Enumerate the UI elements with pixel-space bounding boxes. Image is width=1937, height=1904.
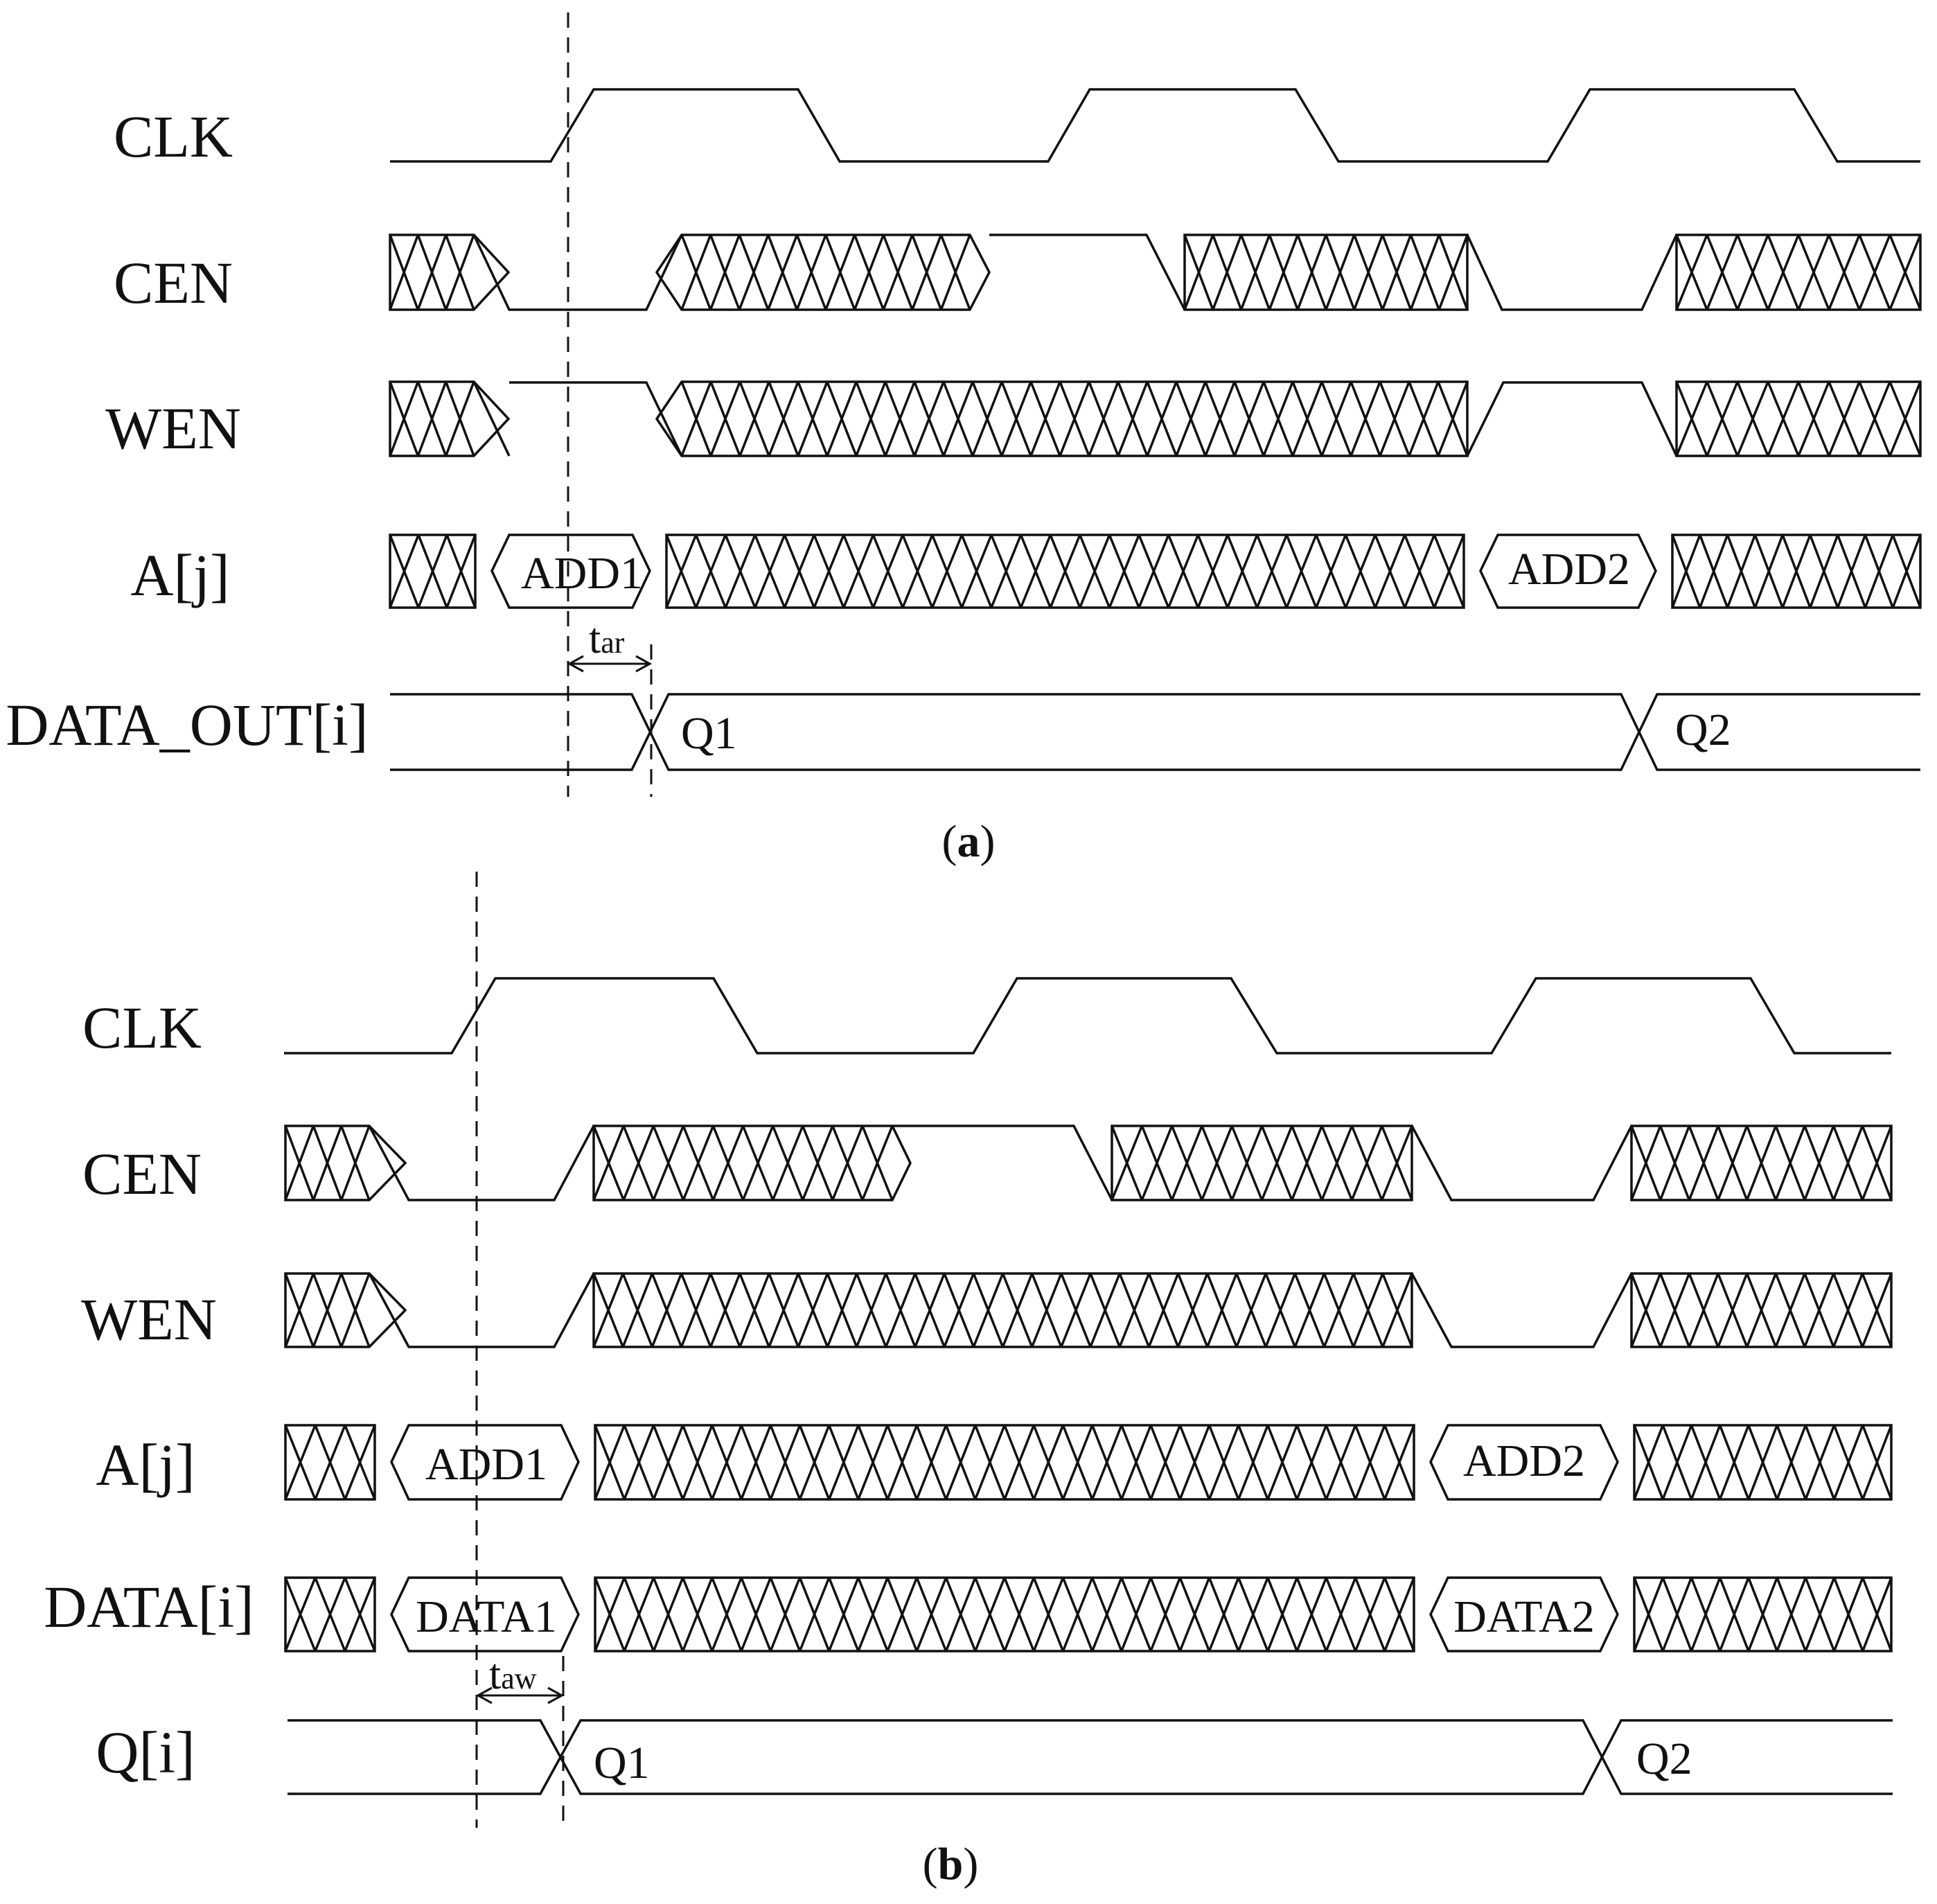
label-add1: ADD1 — [521, 548, 643, 599]
hatch-lines — [284, 1577, 376, 1652]
label-q1: Q1 — [681, 708, 737, 759]
segment-add2 — [1479, 534, 1657, 609]
hatch-lines — [680, 381, 1469, 457]
label-data2: DATA2 — [1453, 1592, 1595, 1642]
hatch-lines — [1630, 1273, 1893, 1348]
waveform-clk — [390, 88, 1920, 163]
hatch-wen-1 — [284, 1272, 407, 1348]
hatch-lines — [1111, 1125, 1413, 1201]
hatch-wen-2 — [655, 380, 1469, 457]
signal-label-address: A[j] — [96, 1431, 195, 1498]
hatch-lines — [284, 1425, 376, 1500]
signal-label-wen: WEN — [105, 395, 241, 461]
segment-data1 — [390, 1576, 580, 1652]
hatch-lines — [680, 234, 971, 310]
segment-add1 — [390, 1424, 580, 1501]
label-q2: Q2 — [1675, 705, 1731, 755]
signal-label-wen: WEN — [81, 1286, 217, 1352]
waveform-address: ADD1 ADD2 — [389, 534, 1922, 609]
waveform-data: DATA1 DATA2 — [284, 1576, 1893, 1652]
hatch-cen-1 — [389, 233, 511, 311]
signal-label-q: Q[i] — [96, 1719, 195, 1786]
label-add2: ADD2 — [1463, 1436, 1585, 1486]
hatch-lines — [594, 1577, 1415, 1652]
hatch-lines — [1671, 534, 1922, 608]
label-q1: Q1 — [594, 1738, 650, 1788]
hatch-lines — [592, 1125, 894, 1201]
waveform-cen — [284, 1125, 1893, 1201]
hatch-lines — [389, 234, 475, 310]
hatch-lines — [592, 1273, 1413, 1348]
signal-label-cen: CEN — [82, 1140, 202, 1207]
hatch-data-2 — [594, 1576, 1415, 1652]
panel-b: CLK CEN WEN A[j] DATA[i] Q[i] — [44, 872, 1893, 1889]
label-add2: ADD2 — [1508, 544, 1630, 594]
waveform-wen — [284, 1272, 1893, 1348]
signal-label-address: A[j] — [130, 542, 229, 608]
hatch-wen-3 — [1675, 380, 1922, 457]
waveform-cen — [389, 233, 1922, 311]
signal-label-data: DATA[i] — [44, 1574, 254, 1640]
segment-data2 — [1429, 1576, 1619, 1652]
hatch-lines — [284, 1125, 371, 1201]
hatch-lines — [594, 1425, 1415, 1500]
hatch-lines — [665, 534, 1465, 608]
waveform-wen — [389, 380, 1922, 457]
timing-label-taw: taw — [489, 1651, 537, 1698]
hatch-lines — [389, 381, 475, 457]
signal-label-clk: CLK — [114, 103, 233, 170]
hatch-wen-2 — [592, 1272, 1413, 1348]
hatch-lines — [389, 534, 477, 608]
timing-taw: taw — [475, 1651, 565, 1704]
caption-a: (a) — [942, 816, 996, 867]
hatch-lines — [1633, 1425, 1893, 1500]
hatch-wen-1 — [389, 380, 511, 457]
hatch-lines — [1183, 234, 1469, 310]
segment-add1 — [490, 534, 651, 609]
hatch-lines — [1630, 1125, 1893, 1201]
label-q2: Q2 — [1636, 1734, 1692, 1784]
hatch-cen-1 — [284, 1125, 407, 1201]
timing-tar: tar — [567, 615, 653, 673]
caption-b: (b) — [923, 1839, 979, 1889]
label-add1: ADD1 — [425, 1439, 547, 1490]
hatch-cen-4 — [1675, 233, 1922, 311]
hatch-lines — [1675, 234, 1922, 310]
waveform-data-out: Q1 Q2 — [390, 693, 1920, 771]
signal-label-data-out: DATA_OUT[i] — [6, 691, 368, 758]
signal-label-clk: CLK — [82, 994, 202, 1061]
segment-add2 — [1429, 1424, 1619, 1501]
hatch-cen-2 — [592, 1125, 912, 1201]
waveform-address: ADD1 ADD2 — [284, 1424, 1893, 1501]
label-data1: DATA1 — [416, 1592, 557, 1642]
hatch-lines — [1633, 1577, 1893, 1652]
hatch-lines — [284, 1273, 371, 1348]
timing-label-tar: tar — [589, 615, 625, 662]
guide-lines-b — [475, 872, 565, 1828]
hatch-lines — [1675, 381, 1922, 457]
guide-lines-a — [567, 12, 653, 797]
signal-label-cen: CEN — [114, 249, 233, 316]
hatch-address-2 — [594, 1424, 1415, 1501]
waveform-q: Q1 Q2 — [288, 1719, 1893, 1795]
waveform-clk — [284, 977, 1891, 1055]
panel-a: CLK CEN WEN A[j] DATA_OUT[i] — [6, 12, 1922, 867]
